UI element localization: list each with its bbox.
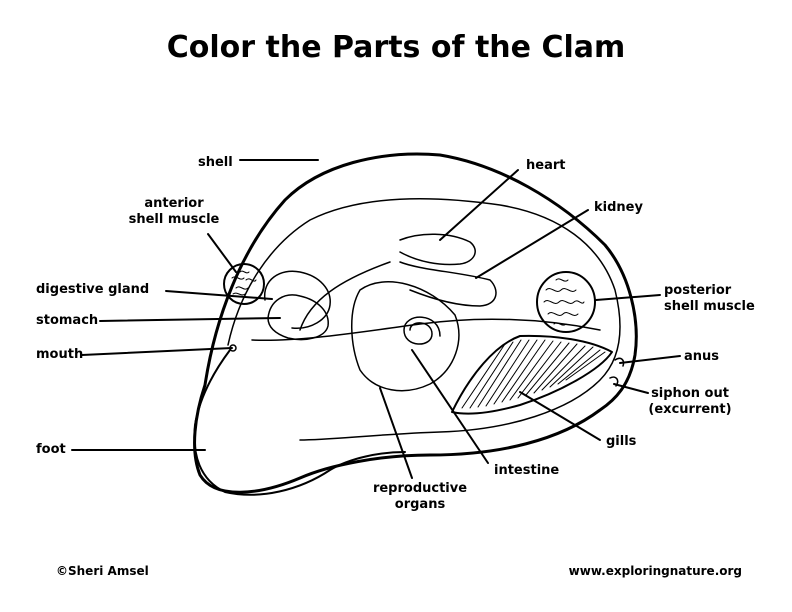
leader-lines: [71, 159, 681, 479]
posterior-muscle-texture: [543, 278, 585, 326]
leader-anterior-shell-muscle: [207, 233, 237, 273]
mantle-line: [227, 198, 621, 441]
label-anus: anus: [684, 349, 720, 364]
label-foot: foot: [36, 442, 66, 457]
digestive-gland-shape: [264, 270, 331, 329]
leader-heart: [439, 169, 519, 241]
leader-siphon-out: [613, 383, 649, 394]
label-mouth: mouth: [36, 347, 84, 362]
diagram-title: Color the Parts of the Clam: [166, 30, 626, 65]
leader-stomach: [99, 317, 281, 322]
website-text: www.exploringnature.org: [568, 564, 742, 578]
kidney-shape: [399, 261, 497, 307]
anterior-muscle-texture: [231, 270, 257, 296]
leader-mouth: [81, 347, 233, 356]
mouth-marker: [229, 344, 237, 352]
anterior-shell-muscle-shape: [223, 263, 265, 305]
label-kidney: kidney: [594, 200, 643, 215]
label-posterior-shell-muscle: posterior shell muscle: [664, 283, 755, 314]
heart-shape: [399, 233, 476, 266]
intestine-coil: [251, 261, 601, 345]
leader-kidney: [475, 209, 589, 279]
gills-texture: [461, 339, 606, 409]
label-reproductive-organs: reproductive organs: [372, 481, 468, 512]
label-shell: shell: [198, 155, 233, 170]
reproductive-organs-shape: [351, 281, 460, 392]
label-heart: heart: [526, 158, 566, 173]
label-gills: gills: [606, 434, 637, 449]
leader-digestive-gland: [165, 290, 273, 300]
label-stomach: stomach: [36, 313, 99, 328]
gills-shape: [451, 334, 613, 415]
foot-shape: [193, 349, 406, 496]
stomach-shape: [267, 294, 329, 341]
leader-intestine: [411, 349, 489, 464]
label-anterior-shell-muscle: anterior shell muscle: [128, 196, 220, 227]
leader-posterior-shell-muscle: [595, 294, 661, 301]
leader-gills: [519, 391, 601, 441]
label-digestive-gland: digestive gland: [36, 282, 150, 297]
posterior-shell-muscle-shape: [536, 271, 596, 333]
copyright-text: ©Sheri Amsel: [56, 564, 149, 578]
label-intestine: intestine: [494, 463, 560, 478]
label-siphon-out: siphon out (excurrent): [648, 386, 732, 417]
leader-reproductive-organs: [379, 387, 413, 479]
shell-outline: [193, 152, 638, 494]
leader-anus: [619, 355, 681, 364]
